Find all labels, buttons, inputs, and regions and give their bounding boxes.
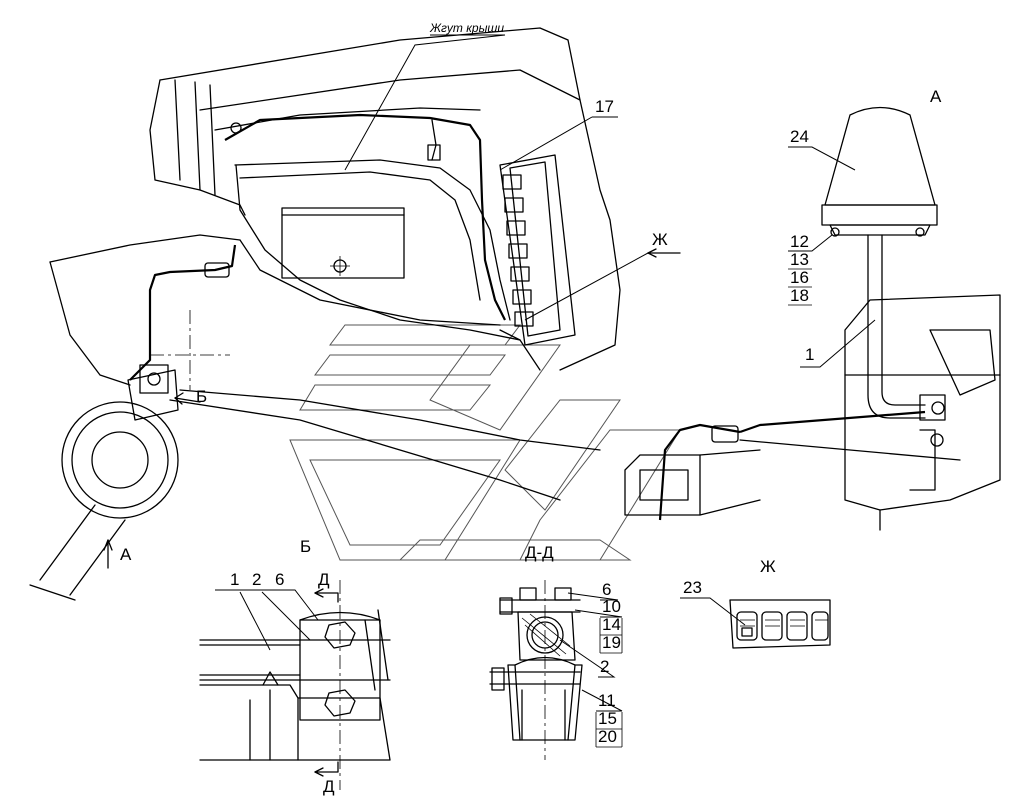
callout-2-b: 2 <box>252 570 261 589</box>
callout-17: 17 <box>595 97 614 116</box>
callout-23: 23 <box>683 578 702 597</box>
callout-11: 11 <box>598 691 616 710</box>
watermark-logo <box>289 324 681 561</box>
callout-1-b: 1 <box>230 570 239 589</box>
callout-20: 20 <box>598 727 617 746</box>
cut-d-bottom: Д <box>323 777 335 796</box>
callout-1-main: 1 <box>805 345 814 364</box>
view-a-beacon <box>624 106 1001 531</box>
callout-16: 16 <box>790 268 809 287</box>
callout-12: 12 <box>790 232 809 251</box>
view-a-title: А <box>930 87 942 106</box>
harness-roof-label: Жгут крыши <box>429 21 504 35</box>
callout-6-b: 6 <box>275 570 284 589</box>
view-b-arrow-label: Б <box>196 387 207 406</box>
view-zh-switches: Ж <box>729 557 831 649</box>
view-zh-arrow-label: Ж <box>652 230 668 249</box>
view-zh-title: Ж <box>760 557 776 576</box>
callout-10: 10 <box>602 597 621 616</box>
section-dd-title: Д-Д <box>525 543 554 562</box>
cut-d-top: Д <box>318 570 330 589</box>
view-b-clamp: Б <box>199 537 391 790</box>
callout-14: 14 <box>602 615 621 634</box>
callout-24: 24 <box>790 127 809 146</box>
view-b-title: Б <box>300 537 311 556</box>
callout-19: 19 <box>602 633 621 652</box>
callout-15: 15 <box>598 709 617 728</box>
callout-13: 13 <box>790 250 809 269</box>
switch-blocks <box>502 174 534 327</box>
callout-6-d: 6 <box>602 580 611 599</box>
section-dd: Д-Д <box>489 543 583 760</box>
view-a-bottom-label: А <box>120 545 132 564</box>
callout-2-d: 2 <box>600 657 609 676</box>
cab-view <box>29 27 621 601</box>
callout-18: 18 <box>790 286 809 305</box>
